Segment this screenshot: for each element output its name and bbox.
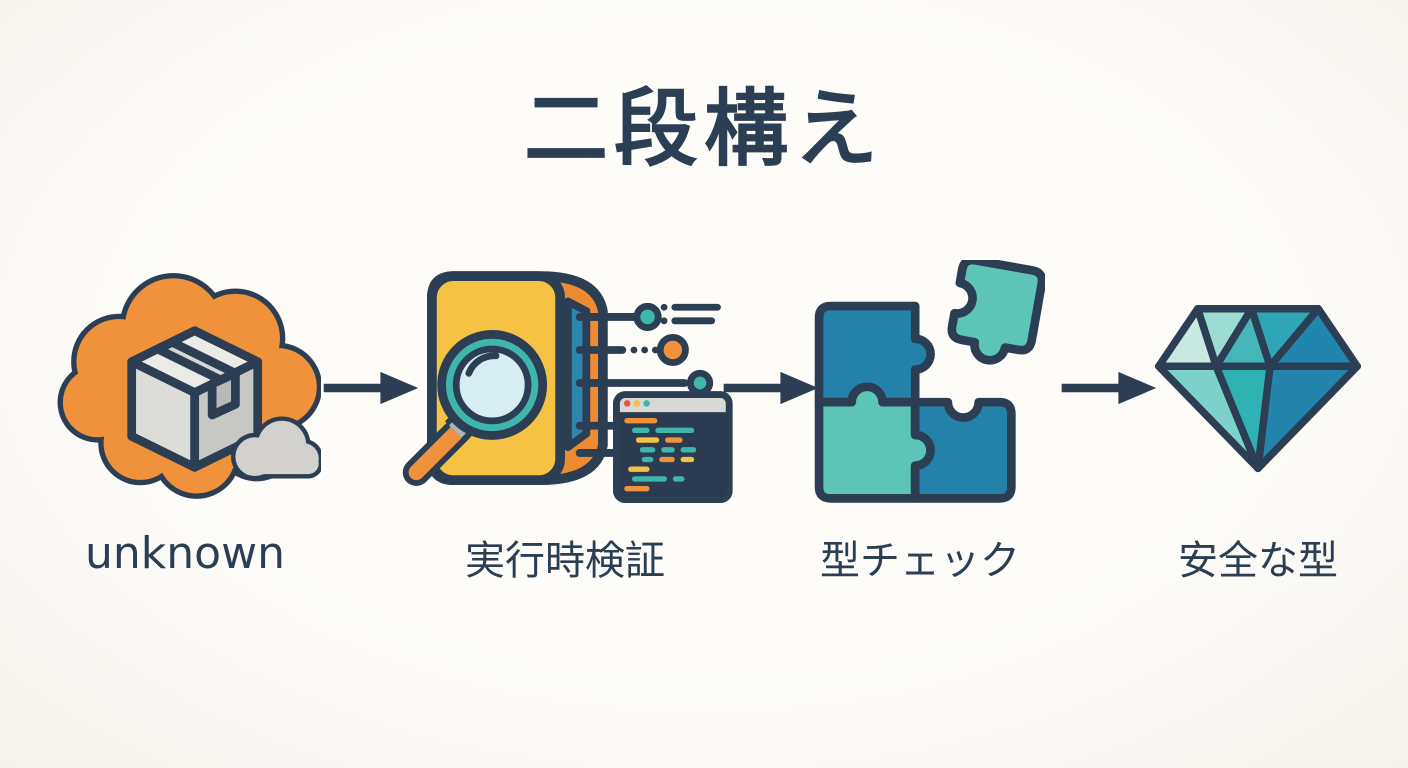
puzzle-pieces-icon <box>795 252 1045 514</box>
package-cloud-icon <box>49 252 321 514</box>
code-window <box>613 391 733 503</box>
page-title: 二段構え <box>523 80 884 178</box>
stage-safe-type: 安全な型 <box>1140 252 1376 586</box>
stage-runtime-validation: 実行時検証 <box>395 252 735 586</box>
stage-label-type-check: 型チェック <box>820 538 1020 584</box>
magnifier <box>402 330 548 486</box>
stage-unknown: unknown <box>45 252 325 579</box>
stage-label-unknown: unknown <box>85 528 285 579</box>
stage-type-check: 型チェック <box>795 252 1045 586</box>
flow-arrow-icon <box>323 371 419 405</box>
magnifier-scanner-icon <box>395 252 735 514</box>
diamond-gem-icon <box>1142 252 1374 514</box>
flow-arrow-icon <box>723 371 819 405</box>
stage-label-safe-type: 安全な型 <box>1178 538 1338 584</box>
flow-arrow-icon <box>1061 371 1157 405</box>
stage-label-runtime-validation: 実行時検証 <box>465 538 665 584</box>
